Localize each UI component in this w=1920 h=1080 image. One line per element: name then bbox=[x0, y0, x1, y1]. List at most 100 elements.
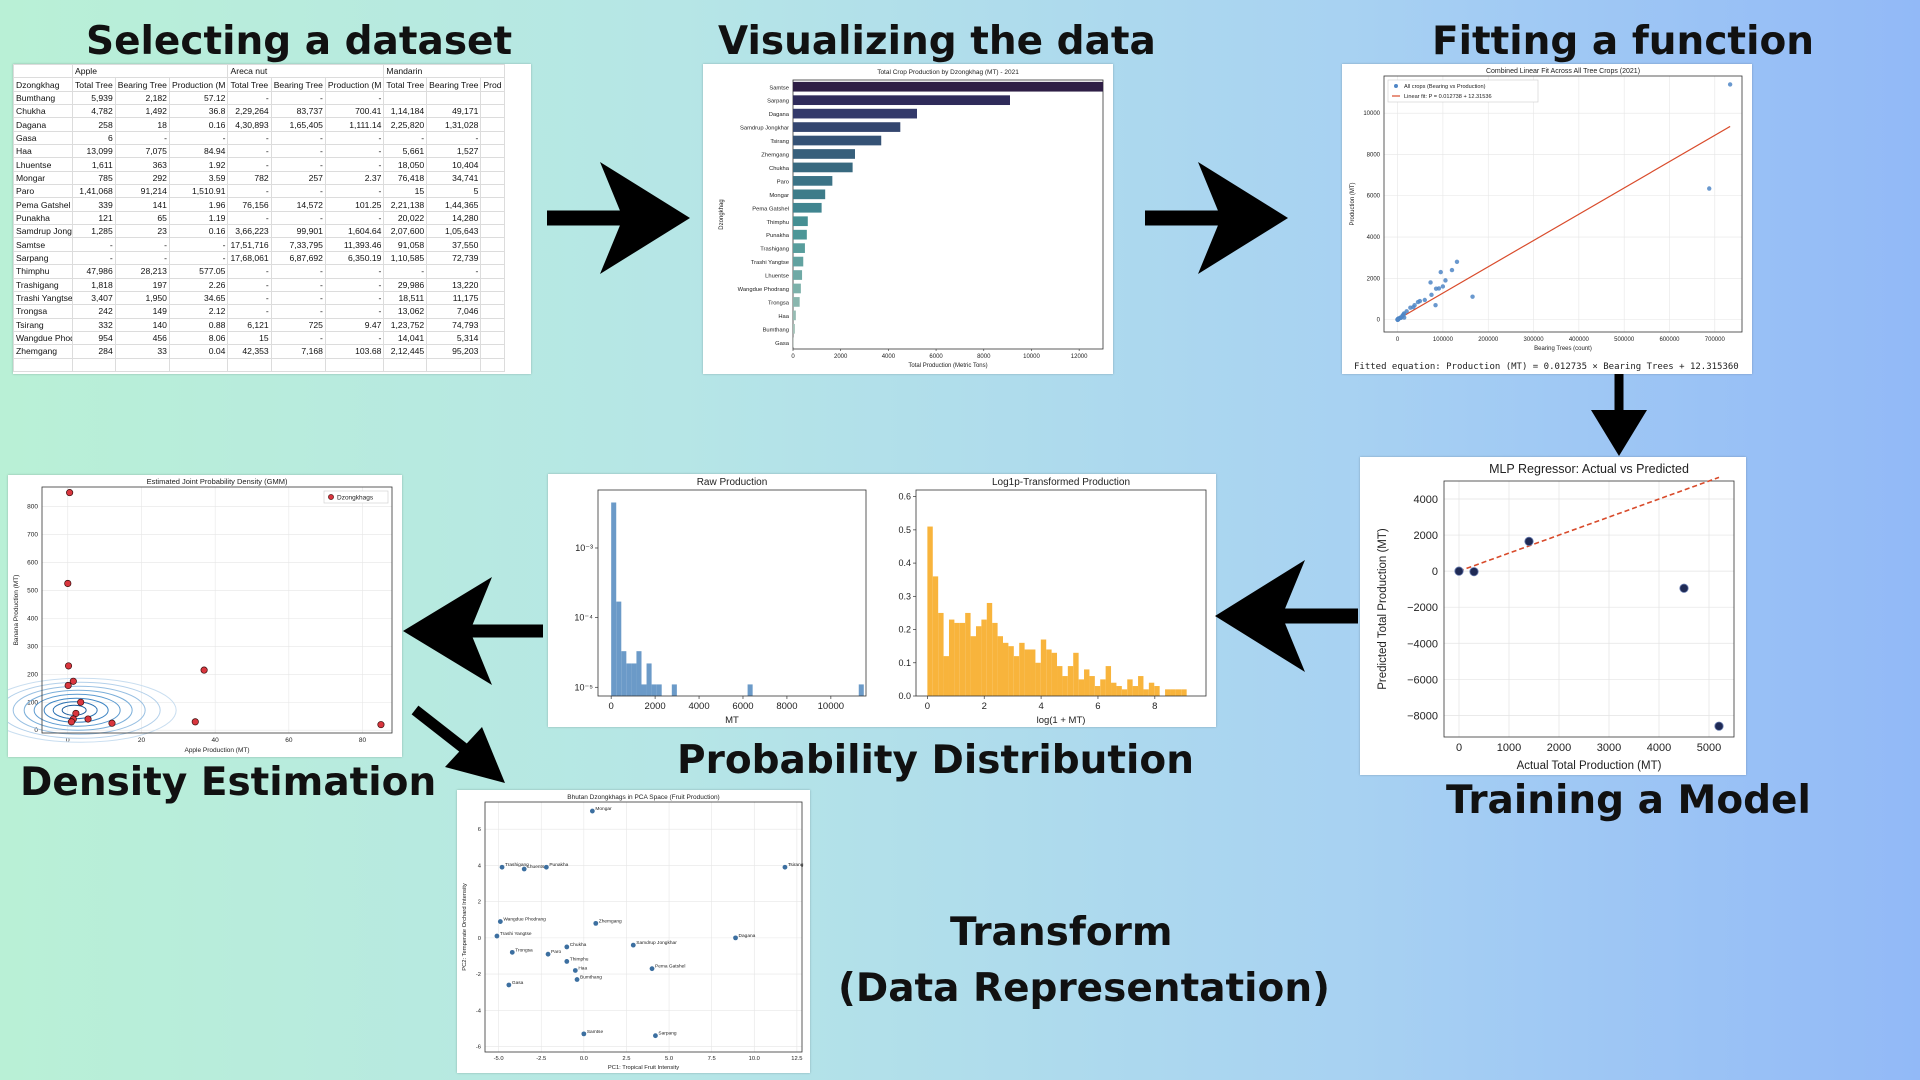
y-tick-label: 0.6 bbox=[898, 492, 911, 502]
table-cell: 1,818 bbox=[72, 277, 116, 292]
table-cell: 33 bbox=[114, 344, 170, 359]
bar-category-label: Zhemgang bbox=[761, 153, 789, 159]
y-tick-label: 0.4 bbox=[898, 558, 911, 568]
pca-chart-title: Bhutan Dzongkhags in PCA Space (Fruit Pr… bbox=[567, 794, 719, 801]
bar-category-label: Dagana bbox=[769, 112, 790, 118]
point-label: Gasa bbox=[512, 980, 524, 986]
data-point bbox=[506, 982, 512, 988]
data-point bbox=[564, 944, 570, 950]
data-point bbox=[1449, 267, 1455, 273]
raw-hist-frame bbox=[597, 489, 867, 697]
data-point bbox=[499, 864, 505, 870]
heading-density-estimation: Density Estimation bbox=[20, 760, 437, 805]
point-label: Bumthang bbox=[580, 975, 602, 981]
table-cell: - bbox=[227, 290, 272, 306]
point-label: Mongar bbox=[595, 806, 612, 812]
table-cell: 18,050 bbox=[383, 157, 428, 172]
bar bbox=[793, 310, 796, 321]
y-axis-label: Predicted Total Production (MT) bbox=[1377, 528, 1389, 690]
gmm-panel: Estimated Joint Probability Density (GMM… bbox=[8, 475, 402, 757]
data-point bbox=[1440, 284, 1446, 289]
table-cell: 29,986 bbox=[383, 277, 428, 292]
x-tick-label: 80 bbox=[359, 737, 367, 744]
y-tick-label: 500 bbox=[27, 587, 38, 594]
table-cell: Samdrup Jongkhar bbox=[13, 224, 73, 239]
density-contour bbox=[43, 697, 109, 723]
hist-bar bbox=[641, 684, 647, 696]
x-tick-label: 0 bbox=[1456, 742, 1462, 754]
table-cell: 0.16 bbox=[168, 117, 229, 132]
table-cell: - bbox=[270, 304, 326, 319]
table-cell: 91,058 bbox=[383, 237, 428, 252]
bar-category-label: Trashi Yangtse bbox=[751, 260, 789, 266]
table-cell: 2,182 bbox=[114, 90, 170, 106]
point-label: Samdrup Jongkhar bbox=[636, 940, 677, 946]
table-cell: 74,793 bbox=[426, 317, 482, 332]
data-point bbox=[589, 808, 595, 814]
heading-training-model: Training a Model bbox=[1446, 778, 1811, 823]
x-tick-label: 0 bbox=[791, 354, 795, 360]
table-cell: 2,25,820 bbox=[383, 117, 428, 132]
hist-bar bbox=[1165, 689, 1171, 696]
y-tick-label: 2000 bbox=[1367, 276, 1381, 282]
table-cell: 725 bbox=[270, 317, 326, 332]
bar-category-label: Tsirang bbox=[770, 139, 789, 145]
hist-bar bbox=[626, 663, 632, 696]
y-tick-label: 300 bbox=[27, 643, 38, 650]
table-cell: 0.16 bbox=[168, 224, 229, 239]
y-tick-label: 4000 bbox=[1367, 235, 1381, 241]
heading-probability-distribution: Probability Distribution bbox=[677, 738, 1194, 783]
table-cell bbox=[480, 290, 505, 306]
y-tick-label: -2 bbox=[476, 972, 481, 978]
bar-category-label: Mongar bbox=[769, 193, 789, 199]
table-cell: 1,604.64 bbox=[324, 224, 385, 239]
table-cell: 15 bbox=[383, 184, 428, 199]
table-cell bbox=[227, 357, 272, 372]
table-cell: - bbox=[383, 130, 428, 146]
table-cell bbox=[270, 357, 326, 372]
data-point bbox=[1524, 536, 1534, 546]
point-label: Chukha bbox=[570, 942, 587, 948]
table-cell bbox=[13, 357, 73, 372]
x-tick-label: 6 bbox=[1095, 701, 1100, 712]
hist-bar bbox=[1175, 689, 1182, 696]
data-point bbox=[1438, 269, 1443, 275]
hist-bar bbox=[671, 684, 677, 696]
table-row: Samdrup Jongkhar1,285230.163,66,22399,90… bbox=[13, 224, 505, 239]
bar-category-label: Haa bbox=[778, 314, 789, 320]
table-cell bbox=[480, 317, 505, 332]
table-cell: 18,511 bbox=[383, 290, 428, 306]
column-header-cell: Prod bbox=[480, 77, 505, 92]
hist-bar bbox=[1132, 686, 1139, 696]
table-cell: - bbox=[426, 264, 482, 279]
hist-bar bbox=[1100, 679, 1106, 696]
table-cell: 1,65,405 bbox=[270, 117, 326, 132]
table-cell: 8.06 bbox=[168, 330, 229, 346]
data-point bbox=[653, 1033, 658, 1039]
table-cell: - bbox=[324, 184, 385, 199]
x-axis-label: PC1: Tropical Fruit Intensity bbox=[608, 1065, 679, 1071]
table-cell: - bbox=[72, 250, 116, 266]
data-point bbox=[200, 666, 208, 674]
x-tick-label: 600000 bbox=[1659, 337, 1680, 343]
table-cell: 6,121 bbox=[227, 317, 272, 332]
hist-bar bbox=[646, 663, 652, 696]
table-cell: - bbox=[270, 90, 326, 106]
y-tick-label: -4 bbox=[476, 1008, 482, 1014]
table-cell bbox=[480, 197, 505, 212]
table-cell bbox=[480, 344, 505, 359]
arrow-right-2-icon bbox=[1145, 162, 1288, 274]
data-point bbox=[69, 677, 77, 685]
table-cell: 1,23,752 bbox=[383, 317, 428, 332]
table-cell bbox=[480, 157, 505, 172]
hist-bar bbox=[970, 636, 976, 696]
arrow-down-icon bbox=[1591, 374, 1647, 456]
table-cell: Wangdue Phodrang bbox=[13, 330, 73, 346]
